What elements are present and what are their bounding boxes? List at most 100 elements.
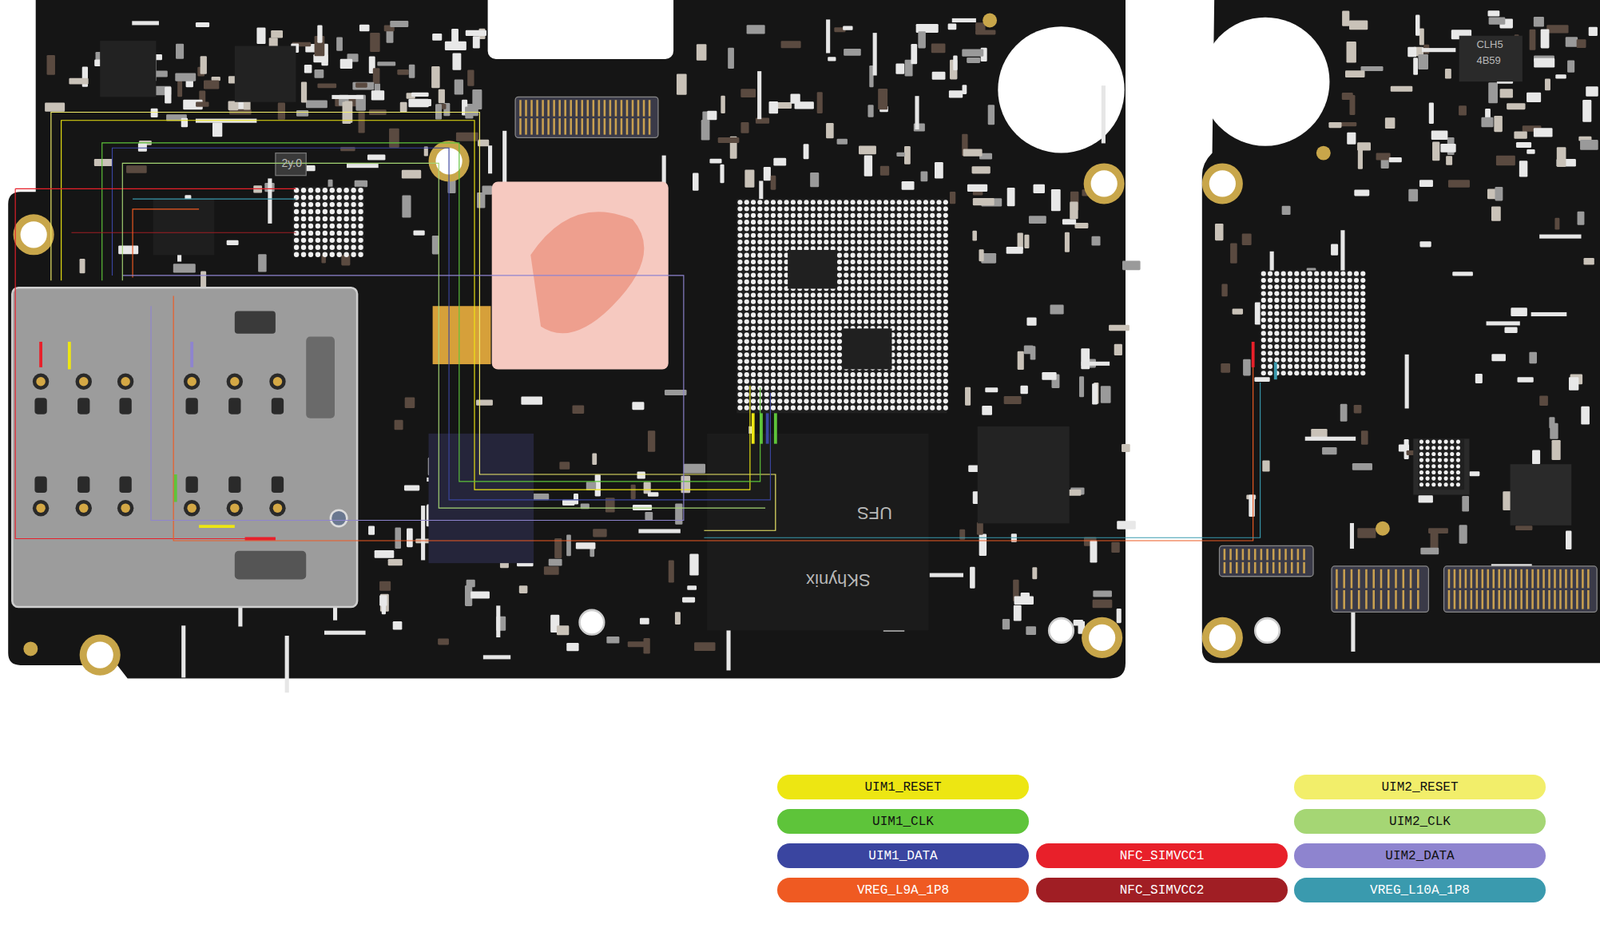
component (643, 638, 650, 654)
bga-ball (737, 378, 743, 384)
bga-ball (803, 345, 809, 351)
bga-ball (770, 273, 776, 278)
connector-pin (1272, 562, 1275, 574)
bga-ball (857, 405, 862, 411)
bga-ball (857, 219, 862, 225)
bga-ball (790, 385, 796, 391)
bga-ball (764, 339, 770, 345)
bga-ball (857, 378, 862, 384)
bga-ball (1360, 297, 1366, 303)
component (1004, 396, 1022, 405)
component (401, 170, 421, 179)
bga-ball (943, 292, 949, 298)
bga-ball (837, 266, 842, 271)
bga-ball (764, 206, 770, 211)
bga-ball (757, 372, 763, 378)
bga-ball (1287, 291, 1293, 297)
bga-ball (744, 299, 750, 305)
component (1376, 152, 1391, 160)
bga-ball (790, 219, 796, 225)
component (1582, 99, 1592, 123)
bga-ball (817, 372, 822, 378)
bga-ball (1360, 304, 1366, 310)
bga-ball (777, 358, 783, 364)
bga-ball (803, 299, 809, 305)
bga-ball (830, 405, 836, 411)
connector-pin (1525, 590, 1529, 610)
bga-ball (843, 233, 849, 239)
bga-ball (909, 398, 915, 404)
bga-ball (764, 378, 770, 384)
bga-ball (850, 213, 856, 219)
bga-ball (837, 292, 842, 298)
bga-ball (830, 398, 836, 404)
component (1089, 540, 1097, 564)
bga-ball (337, 245, 342, 251)
bga-ball (777, 253, 783, 259)
component (674, 503, 683, 525)
bga-ball (1347, 304, 1353, 310)
bga-ball (823, 345, 829, 351)
component (389, 20, 409, 28)
bga-ball (790, 392, 796, 398)
component (877, 88, 888, 110)
bga-ball (817, 365, 822, 371)
component (412, 230, 425, 235)
bga-ball (803, 233, 809, 239)
silkscreen (1421, 47, 1456, 52)
bga-ball (850, 392, 856, 398)
bga-ball (1314, 317, 1319, 323)
bga-ball (877, 206, 882, 211)
bga-ball (803, 226, 809, 231)
bga-ball (797, 358, 802, 364)
ic-chip (1459, 35, 1523, 82)
component (1544, 78, 1551, 91)
component (554, 538, 562, 559)
bga-ball (837, 385, 842, 391)
bga-ball (903, 305, 909, 311)
bga-ball (936, 213, 941, 219)
bga-ball (797, 352, 802, 358)
component (1341, 10, 1350, 26)
component (256, 27, 266, 44)
bga-ball (843, 319, 849, 325)
bga-ball (850, 246, 856, 251)
component (1580, 139, 1599, 151)
bga-ball (923, 246, 929, 251)
component (631, 401, 644, 410)
bga-ball (1301, 277, 1307, 283)
component (948, 23, 957, 31)
bga-ball (810, 339, 816, 345)
component (1074, 222, 1088, 229)
component (314, 69, 325, 79)
component (681, 476, 691, 494)
bga-ball (757, 312, 763, 318)
component (781, 40, 802, 48)
bga-ball (923, 279, 929, 285)
component (976, 522, 984, 536)
bga-ball (329, 238, 335, 243)
bga-ball (777, 398, 783, 404)
component (720, 95, 725, 114)
bga-ball (1274, 310, 1279, 316)
bga-ball (817, 405, 822, 411)
bga-ball (869, 378, 875, 384)
component (369, 32, 380, 52)
component (701, 119, 711, 140)
bga-ball (857, 233, 862, 239)
component (1552, 440, 1561, 461)
bga-ball (301, 187, 306, 193)
bga-ball (823, 292, 829, 298)
component (467, 70, 474, 87)
bga-ball (343, 223, 349, 229)
component (1220, 363, 1231, 374)
bga-ball (897, 378, 902, 384)
bga-ball (301, 252, 306, 258)
bga-ball (903, 279, 909, 285)
bga-ball (869, 273, 875, 278)
component (562, 500, 575, 506)
bga-ball (1267, 317, 1273, 323)
bga-ball (929, 292, 935, 298)
bga-ball (909, 266, 915, 271)
connector-pin (569, 118, 572, 135)
